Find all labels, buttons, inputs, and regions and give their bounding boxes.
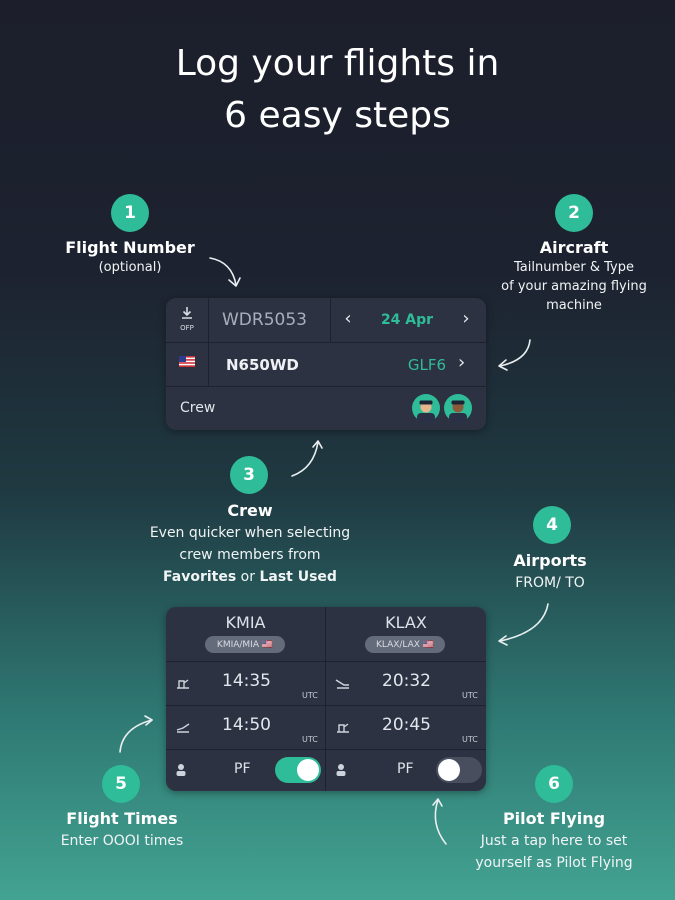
crew-label: Crew	[180, 400, 216, 416]
times-row-2: 14:50 UTC 20:45 UTC	[166, 705, 486, 750]
arrow-step-4	[499, 603, 549, 642]
toggle-knob	[438, 759, 460, 781]
off-time[interactable]: 14:50	[222, 715, 271, 735]
last-used-label: Last Used	[259, 569, 337, 585]
seat-icon	[336, 764, 346, 776]
arrow-step-5	[119, 719, 153, 753]
takeoff-icon	[176, 723, 190, 733]
tail-number: N650WD	[226, 356, 299, 374]
step-2-desc-line-2: of your amazing flying	[501, 279, 647, 294]
step-2-desc: Tailnumber & Type of your amazing flying…	[474, 258, 674, 315]
step-6-badge: 6	[535, 765, 573, 803]
toggle-knob	[297, 759, 319, 781]
pf-label-left: PF	[234, 761, 251, 777]
us-flag-icon	[179, 356, 195, 367]
arrow-step-3-head	[312, 440, 323, 449]
from-airport[interactable]: KMIA	[225, 613, 266, 632]
pf-label-right: PF	[397, 761, 414, 777]
step-2-badge: 2	[555, 194, 593, 232]
step-3-badge: 3	[230, 456, 268, 494]
step-6-desc-line-1: Just a tap here to set	[480, 833, 628, 849]
in-time[interactable]: 20:45	[382, 715, 431, 735]
flight-date[interactable]: 24 Apr	[380, 312, 434, 328]
page-headline: Log your flights in 6 easy steps	[0, 38, 675, 142]
step-4-badge: 4	[533, 506, 571, 544]
date-next-button[interactable]: ›	[456, 308, 476, 332]
step-3-desc-line-2: crew members from	[179, 547, 321, 563]
chevron-right-icon: ›	[458, 352, 466, 373]
step-1-desc: (optional)	[98, 260, 162, 275]
step-1-title: Flight Number	[65, 238, 195, 257]
arrow-step-3	[291, 441, 319, 477]
or-label: or	[236, 569, 260, 585]
headline-line-1: Log your flights in	[175, 43, 500, 84]
step-1-badge: 1	[111, 194, 149, 232]
flight-info-card: OFP WDR5053 ‹ 24 Apr › N650WD GLF6 › Cre…	[166, 298, 486, 430]
crew-row[interactable]: Crew	[166, 386, 486, 430]
ofp-label: OFP	[180, 324, 194, 332]
aircraft-type: GLF6	[407, 356, 446, 374]
arrow-step-2-head	[498, 359, 508, 371]
step-5-title: Flight Times	[66, 809, 178, 828]
step-6-title: Pilot Flying	[502, 809, 606, 828]
utc-label: UTC	[302, 691, 318, 700]
chevron-left-icon: ‹	[344, 308, 352, 329]
from-airport-chip: KMIA/MIA 🇺🇸	[205, 636, 285, 653]
step-2-title: Aircraft	[539, 238, 609, 257]
step-3-desc-line-1: Even quicker when selecting	[149, 525, 351, 541]
download-icon	[182, 307, 192, 319]
departure-icon	[177, 679, 189, 689]
pilot-flying-row: PF PF	[166, 749, 486, 791]
airports-times-card: KMIA KMIA/MIA 🇺🇸 KLAX KLAX/LAX 🇺🇸 14:35 …	[166, 607, 486, 791]
aircraft-row[interactable]: N650WD GLF6 ›	[166, 342, 486, 387]
chevron-right-icon: ›	[462, 308, 470, 329]
step-6-desc-line-2: yourself as Pilot Flying	[475, 855, 633, 871]
step-5-badge: 5	[102, 765, 140, 803]
arrow-step-2	[499, 339, 531, 367]
step-3-desc-line-3: Favorites or Last Used	[100, 566, 400, 588]
pilot-avatar[interactable]	[444, 394, 472, 422]
utc-label: UTC	[462, 735, 478, 744]
flight-number-input[interactable]: WDR5053	[222, 310, 307, 330]
step-2-desc-line-1: Tailnumber & Type	[514, 260, 634, 275]
times-row-1: 14:35 UTC 20:32 UTC	[166, 661, 486, 706]
step-4-title: Airports	[513, 551, 587, 570]
out-time[interactable]: 14:35	[222, 671, 271, 691]
step-3-desc: Even quicker when selecting crew members…	[100, 522, 400, 588]
favorites-label: Favorites	[163, 569, 237, 585]
airports-row: KMIA KMIA/MIA 🇺🇸 KLAX KLAX/LAX 🇺🇸	[166, 607, 486, 662]
on-time[interactable]: 20:32	[382, 671, 431, 691]
ofp-download-button[interactable]: OFP	[166, 298, 208, 342]
step-4-desc: FROM/ TO	[515, 575, 585, 591]
step-5-desc: Enter OOOI times	[60, 833, 184, 849]
landing-icon	[335, 679, 349, 689]
step-6-desc: Just a tap here to set yourself as Pilot…	[444, 830, 664, 874]
step-2-desc-line-3: machine	[546, 298, 602, 313]
arrow-step-6-head	[432, 798, 443, 807]
date-prev-button[interactable]: ‹	[338, 308, 358, 332]
step-3-title: Crew	[227, 501, 273, 520]
seat-icon	[176, 764, 186, 776]
to-airport-chip: KLAX/LAX 🇺🇸	[365, 636, 445, 653]
arrow-step-1-head	[228, 277, 241, 287]
flight-number-row: OFP WDR5053 ‹ 24 Apr ›	[166, 298, 486, 343]
utc-label: UTC	[302, 735, 318, 744]
arrow-step-4-head	[498, 635, 508, 646]
headline-line-2: 6 easy steps	[224, 95, 451, 136]
pilot-flying-toggle-right[interactable]	[436, 757, 482, 783]
arrow-step-5-head	[144, 715, 153, 726]
pilot-avatar[interactable]	[412, 394, 440, 422]
utc-label: UTC	[462, 691, 478, 700]
to-airport[interactable]: KLAX	[385, 613, 427, 632]
pilot-flying-toggle-left[interactable]	[275, 757, 321, 783]
arrival-icon	[337, 723, 349, 733]
